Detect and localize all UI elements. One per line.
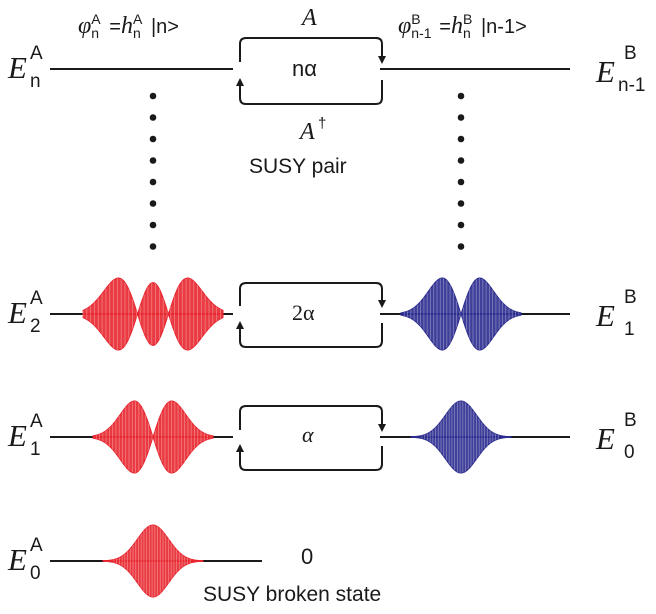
ellipsis-right-dot — [457, 221, 465, 229]
wavefunction-left-0 — [102, 524, 204, 598]
ellipsis-left-dot — [149, 243, 157, 250]
ellipsis-right-dot — [457, 178, 465, 186]
ellipsis-right-dot — [457, 114, 465, 121]
susy-pair-arrows-level1 — [236, 405, 386, 471]
ellipsis-right-dot — [457, 92, 465, 100]
susy-broken-caption: SUSY broken state — [203, 583, 382, 606]
wavefunction-right-1 — [400, 277, 522, 351]
susy-pair-arrows-level2 — [236, 282, 386, 348]
operator-a-dagger: A — [300, 119, 315, 145]
ellipsis-right-dot — [457, 243, 465, 250]
ellipsis-right — [457, 92, 465, 250]
ellipsis-left-dot — [149, 178, 157, 186]
ellipsis-left-dot — [149, 221, 157, 229]
wavefunction-right-0 — [410, 400, 512, 474]
susy-pair-label: SUSY pair — [249, 155, 347, 178]
ellipsis-left-dot — [149, 157, 157, 164]
susy-pair-arrows-top — [236, 37, 386, 105]
dagger-symbol: † — [318, 115, 327, 132]
ellipsis-left-dot — [149, 92, 157, 100]
wavefunction-left-2 — [82, 277, 224, 351]
operator-a: A — [302, 5, 317, 31]
center-energy-top: nα — [292, 56, 317, 81]
wavefunction-left-1 — [92, 400, 214, 474]
ellipsis-left — [149, 92, 157, 250]
ellipsis-right-dot — [457, 157, 465, 164]
center-energy-level0: 0 — [301, 544, 314, 569]
ellipsis-left-dot — [149, 135, 157, 143]
center-energy-level1: α — [302, 422, 314, 447]
ellipsis-right-dot — [457, 135, 465, 143]
ellipsis-right-dot — [457, 200, 465, 207]
ellipsis-left-dot — [149, 114, 157, 121]
ellipsis-left-dot — [149, 200, 157, 207]
center-energy-level2: 2α — [292, 300, 315, 325]
